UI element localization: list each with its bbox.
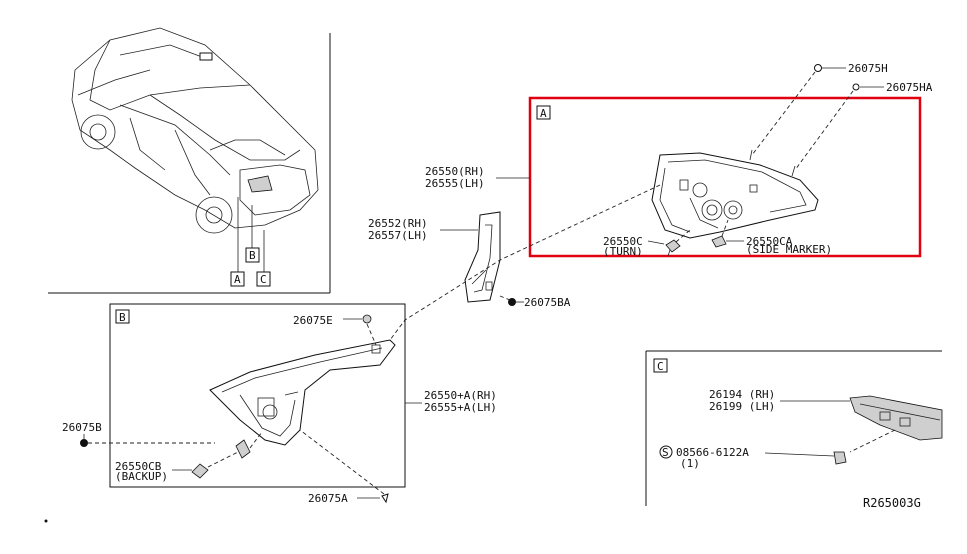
label-inner-lamp-lh: 26555+A(LH) xyxy=(424,401,497,414)
section-c-label-box xyxy=(653,358,668,373)
fastener-26075ha xyxy=(852,83,860,91)
label-hm-lamp-lh: 26199 (LH) xyxy=(709,400,775,413)
label-screw-qty: (1) xyxy=(680,457,700,470)
section-b-label-box xyxy=(115,309,130,324)
stray-dot xyxy=(44,519,48,523)
vehicle-callout-a-box xyxy=(230,271,245,287)
section-b-label: B xyxy=(119,311,126,324)
label-26075ha: 26075HA xyxy=(886,81,933,94)
label-inner-lamp-rh: 26550+A(RH) xyxy=(424,389,497,402)
finisher-cover: 26552(RH) 26557(LH) 26075BA xyxy=(368,211,571,309)
fastener-26075e xyxy=(362,314,372,324)
label-cover-rh: 26552(RH) xyxy=(368,217,428,230)
inner-lamp-assembly xyxy=(209,339,396,446)
section-c-label: C xyxy=(657,360,664,373)
side-marker-bulb xyxy=(711,235,727,248)
label-main-lamp-rh: 26550(RH) xyxy=(425,165,485,178)
label-26075a: 26075A xyxy=(308,492,348,505)
screw-part xyxy=(833,451,847,465)
vehicle-callout-a: A xyxy=(234,273,241,286)
label-26075ba: 26075BA xyxy=(524,296,571,309)
label-turn-bulb-part: 26550C xyxy=(603,235,643,248)
label-side-bulb-name: (SIDE MARKER) xyxy=(746,243,832,256)
fastener-26075a xyxy=(381,493,389,504)
section-a-highlight-frame xyxy=(528,96,922,258)
label-hm-lamp-rh: 26194 (RH) xyxy=(709,388,775,401)
label-side-bulb-part: 26550CA xyxy=(746,235,793,248)
vehicle-overview: B A C xyxy=(48,27,331,294)
rear-combination-lamp xyxy=(651,152,819,239)
section-b: B 26075E 26550+A(RH) 26555+A(LH) 26550CB… xyxy=(109,303,497,488)
label-main-lamp-lh: 26555(LH) xyxy=(425,177,485,190)
section-a-label-box xyxy=(536,105,551,120)
fastener-26075h xyxy=(814,64,822,72)
section-c: C 26194 (RH) 26199 (LH) S 08566-6122A (1… xyxy=(645,350,943,506)
section-a: A 26075H 26075HA 26550C (TURN) xyxy=(528,62,933,258)
vehicle-callout-c-box xyxy=(256,271,271,287)
label-26075b: 26075B xyxy=(62,421,102,434)
bulb-socket xyxy=(235,439,251,459)
label-cover-lh: 26557(LH) xyxy=(368,229,428,242)
turn-bulb xyxy=(665,239,681,253)
vehicle-callout-b: B xyxy=(249,249,256,262)
diagram-code: R265003G xyxy=(863,496,921,510)
fastener-26075ba xyxy=(508,298,516,306)
label-26075h: 26075H xyxy=(848,62,888,75)
screw-symbol-circle xyxy=(659,445,673,459)
section-a-label: A xyxy=(540,107,547,120)
fastener-26075b xyxy=(80,439,88,447)
vehicle-callout-c: C xyxy=(260,273,267,286)
label-screw-part: 08566-6122A xyxy=(676,446,749,459)
screw-symbol: S xyxy=(662,446,669,459)
label-backup-bulb-name: (BACKUP) xyxy=(115,470,168,483)
vehicle-callout-b-box xyxy=(245,247,260,263)
label-turn-bulb-name: (TURN) xyxy=(603,245,643,258)
label-backup-bulb-part: 26550CB xyxy=(115,460,162,473)
label-26075e: 26075E xyxy=(293,314,333,327)
backup-bulb xyxy=(191,463,209,479)
